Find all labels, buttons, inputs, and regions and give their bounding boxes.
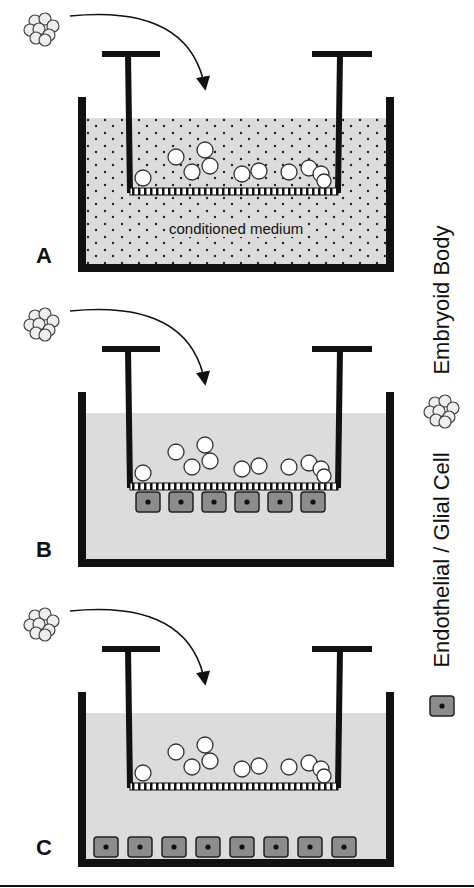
panel-letter: C	[36, 835, 52, 861]
legend-text: Embryoid Body	[429, 225, 455, 374]
medium-label: conditioned medium	[166, 220, 306, 237]
panel-b	[24, 308, 390, 563]
panel-c	[24, 608, 390, 863]
panel-letter: B	[36, 537, 52, 563]
legend-samples	[424, 395, 459, 716]
legend-text: Endothelial / Glial Cell	[429, 452, 455, 667]
panel-letter: A	[36, 243, 52, 269]
panel-a	[24, 13, 390, 268]
